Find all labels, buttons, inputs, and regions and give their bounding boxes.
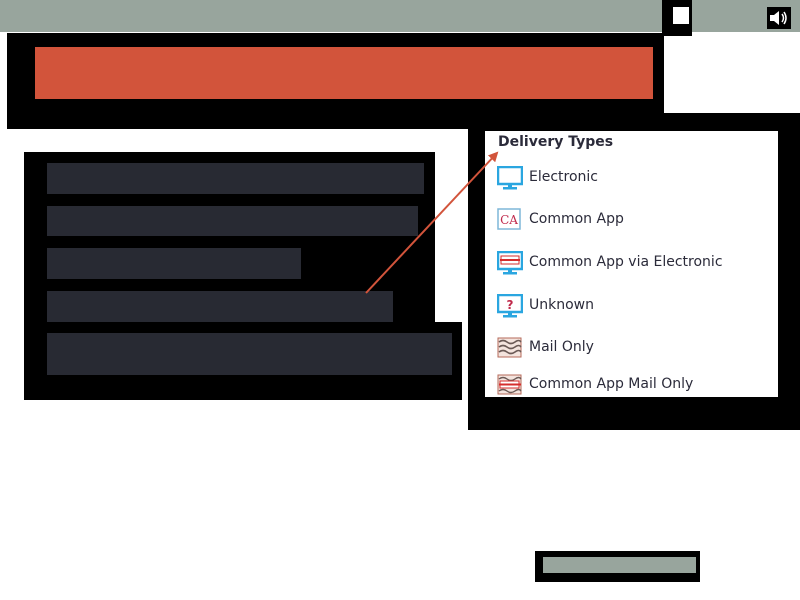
legend-label: Common App Mail Only bbox=[529, 376, 694, 392]
legend-item-mail-only: Mail Only bbox=[497, 336, 767, 362]
legend-label: Unknown bbox=[529, 297, 594, 313]
continue-button[interactable] bbox=[543, 557, 696, 573]
legend-item-common-app: CA Common App bbox=[497, 208, 767, 234]
common-app-icon: CA bbox=[497, 208, 523, 232]
list-item[interactable] bbox=[47, 291, 393, 322]
title-banner bbox=[35, 47, 653, 99]
list-item[interactable] bbox=[47, 248, 301, 279]
list-item[interactable] bbox=[47, 206, 418, 236]
legend-item-electronic: Electronic bbox=[496, 165, 767, 192]
mail-icon bbox=[497, 336, 523, 360]
monitor-icon bbox=[496, 165, 524, 190]
svg-text:CA: CA bbox=[500, 213, 518, 227]
legend-label: Electronic bbox=[529, 169, 599, 185]
legend-label: Mail Only bbox=[529, 339, 594, 355]
legend-item-unknown: ? Unknown bbox=[496, 293, 767, 320]
svg-text:?: ? bbox=[507, 298, 514, 312]
legend-item-common-app-mail-only: Common App Mail Only bbox=[497, 373, 767, 399]
list-item[interactable] bbox=[47, 163, 424, 194]
common-app-electronic-icon bbox=[496, 250, 524, 275]
delivery-types-legend bbox=[485, 131, 778, 397]
common-app-mail-icon bbox=[497, 373, 523, 397]
list-item[interactable] bbox=[47, 333, 452, 375]
legend-label: Common App via Electronic bbox=[529, 254, 723, 270]
speaker-icon[interactable] bbox=[767, 7, 791, 29]
legend-item-common-app-via-electronic: Common App via Electronic bbox=[496, 250, 767, 277]
unknown-monitor-icon: ? bbox=[496, 293, 524, 318]
legend-label: Common App bbox=[529, 211, 624, 227]
legend-title: Delivery Types bbox=[498, 134, 614, 150]
window-toggle-button[interactable] bbox=[673, 7, 689, 24]
